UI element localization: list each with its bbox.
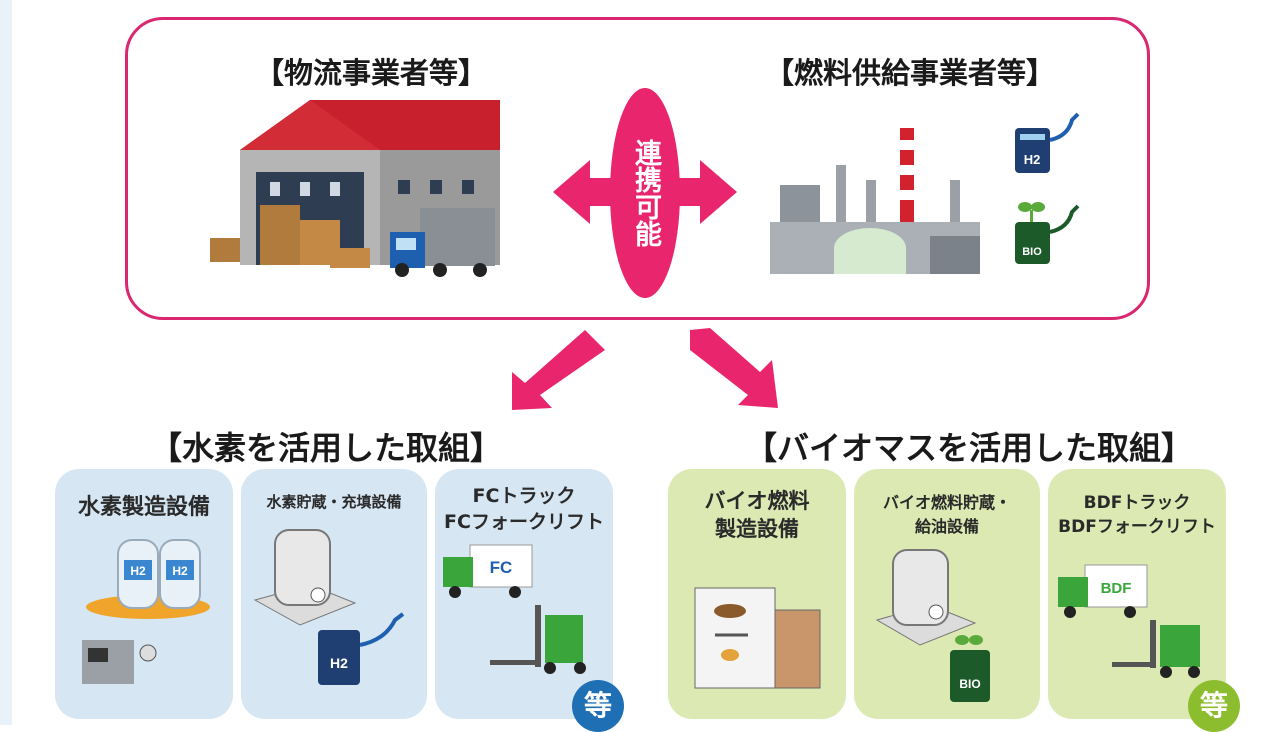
fuel-supplier-title: 【燃料供給事業者等】 xyxy=(765,56,1056,90)
arrow-down-right-icon xyxy=(690,328,778,408)
etc-badge-hydrogen: 等 xyxy=(572,680,624,732)
storage-tank-icon: H2 xyxy=(253,529,405,685)
biofuel-factory-icon xyxy=(694,587,821,689)
bdf-truck-icon: BDF xyxy=(1058,564,1148,618)
link-oval xyxy=(610,88,680,298)
card-label: 水素貯蔵・充填設備 xyxy=(266,493,402,511)
link-label: 連携可能 xyxy=(630,139,661,247)
truck-icon xyxy=(390,208,495,277)
warehouse-icon xyxy=(210,100,500,268)
svg-text:BIO: BIO xyxy=(959,677,980,691)
etc-badge-biomass: 等 xyxy=(1188,680,1240,732)
bio-storage-tank-icon: BIO xyxy=(875,549,990,702)
biomass-section-title: 【バイオマスを活用した取組】 xyxy=(745,429,1194,467)
hydrogen-tanks-icon: H2 H2 xyxy=(82,539,210,684)
left-edge-strip xyxy=(0,0,12,725)
h2-pump-label: H2 xyxy=(1024,152,1041,167)
card-label: バイオ燃料貯蔵・ 給油設備 xyxy=(882,493,1011,536)
svg-text:FC: FC xyxy=(490,558,513,577)
svg-text:BIO: BIO xyxy=(1022,246,1042,258)
card-label: バイオ燃料 製造設備 xyxy=(704,489,810,541)
hydrogen-pump-icon: H2 xyxy=(1015,112,1080,173)
svg-text:H2: H2 xyxy=(130,564,146,578)
hydrogen-section-title: 【水素を活用した取組】 xyxy=(150,429,503,467)
bio-pump-icon: BIO xyxy=(1015,202,1080,264)
card-label: 水素製造設備 xyxy=(77,495,210,520)
logistics-title: 【物流事業者等】 xyxy=(255,56,488,90)
svg-text:BDF: BDF xyxy=(1101,580,1132,597)
card-label: FCトラック FCフォークリフト xyxy=(444,485,604,533)
factory-icon xyxy=(770,128,980,274)
svg-text:H2: H2 xyxy=(330,655,348,671)
svg-text:H2: H2 xyxy=(172,564,188,578)
card-label: BDFトラック BDFフォークリフト xyxy=(1058,493,1216,537)
fc-forklift-icon xyxy=(490,605,586,674)
card-fc-vehicles: FCトラック FCフォークリフト xyxy=(435,469,613,719)
fc-truck-icon: FC xyxy=(443,544,533,598)
bdf-forklift-icon xyxy=(1112,620,1200,678)
arrow-down-left-icon xyxy=(512,330,605,410)
